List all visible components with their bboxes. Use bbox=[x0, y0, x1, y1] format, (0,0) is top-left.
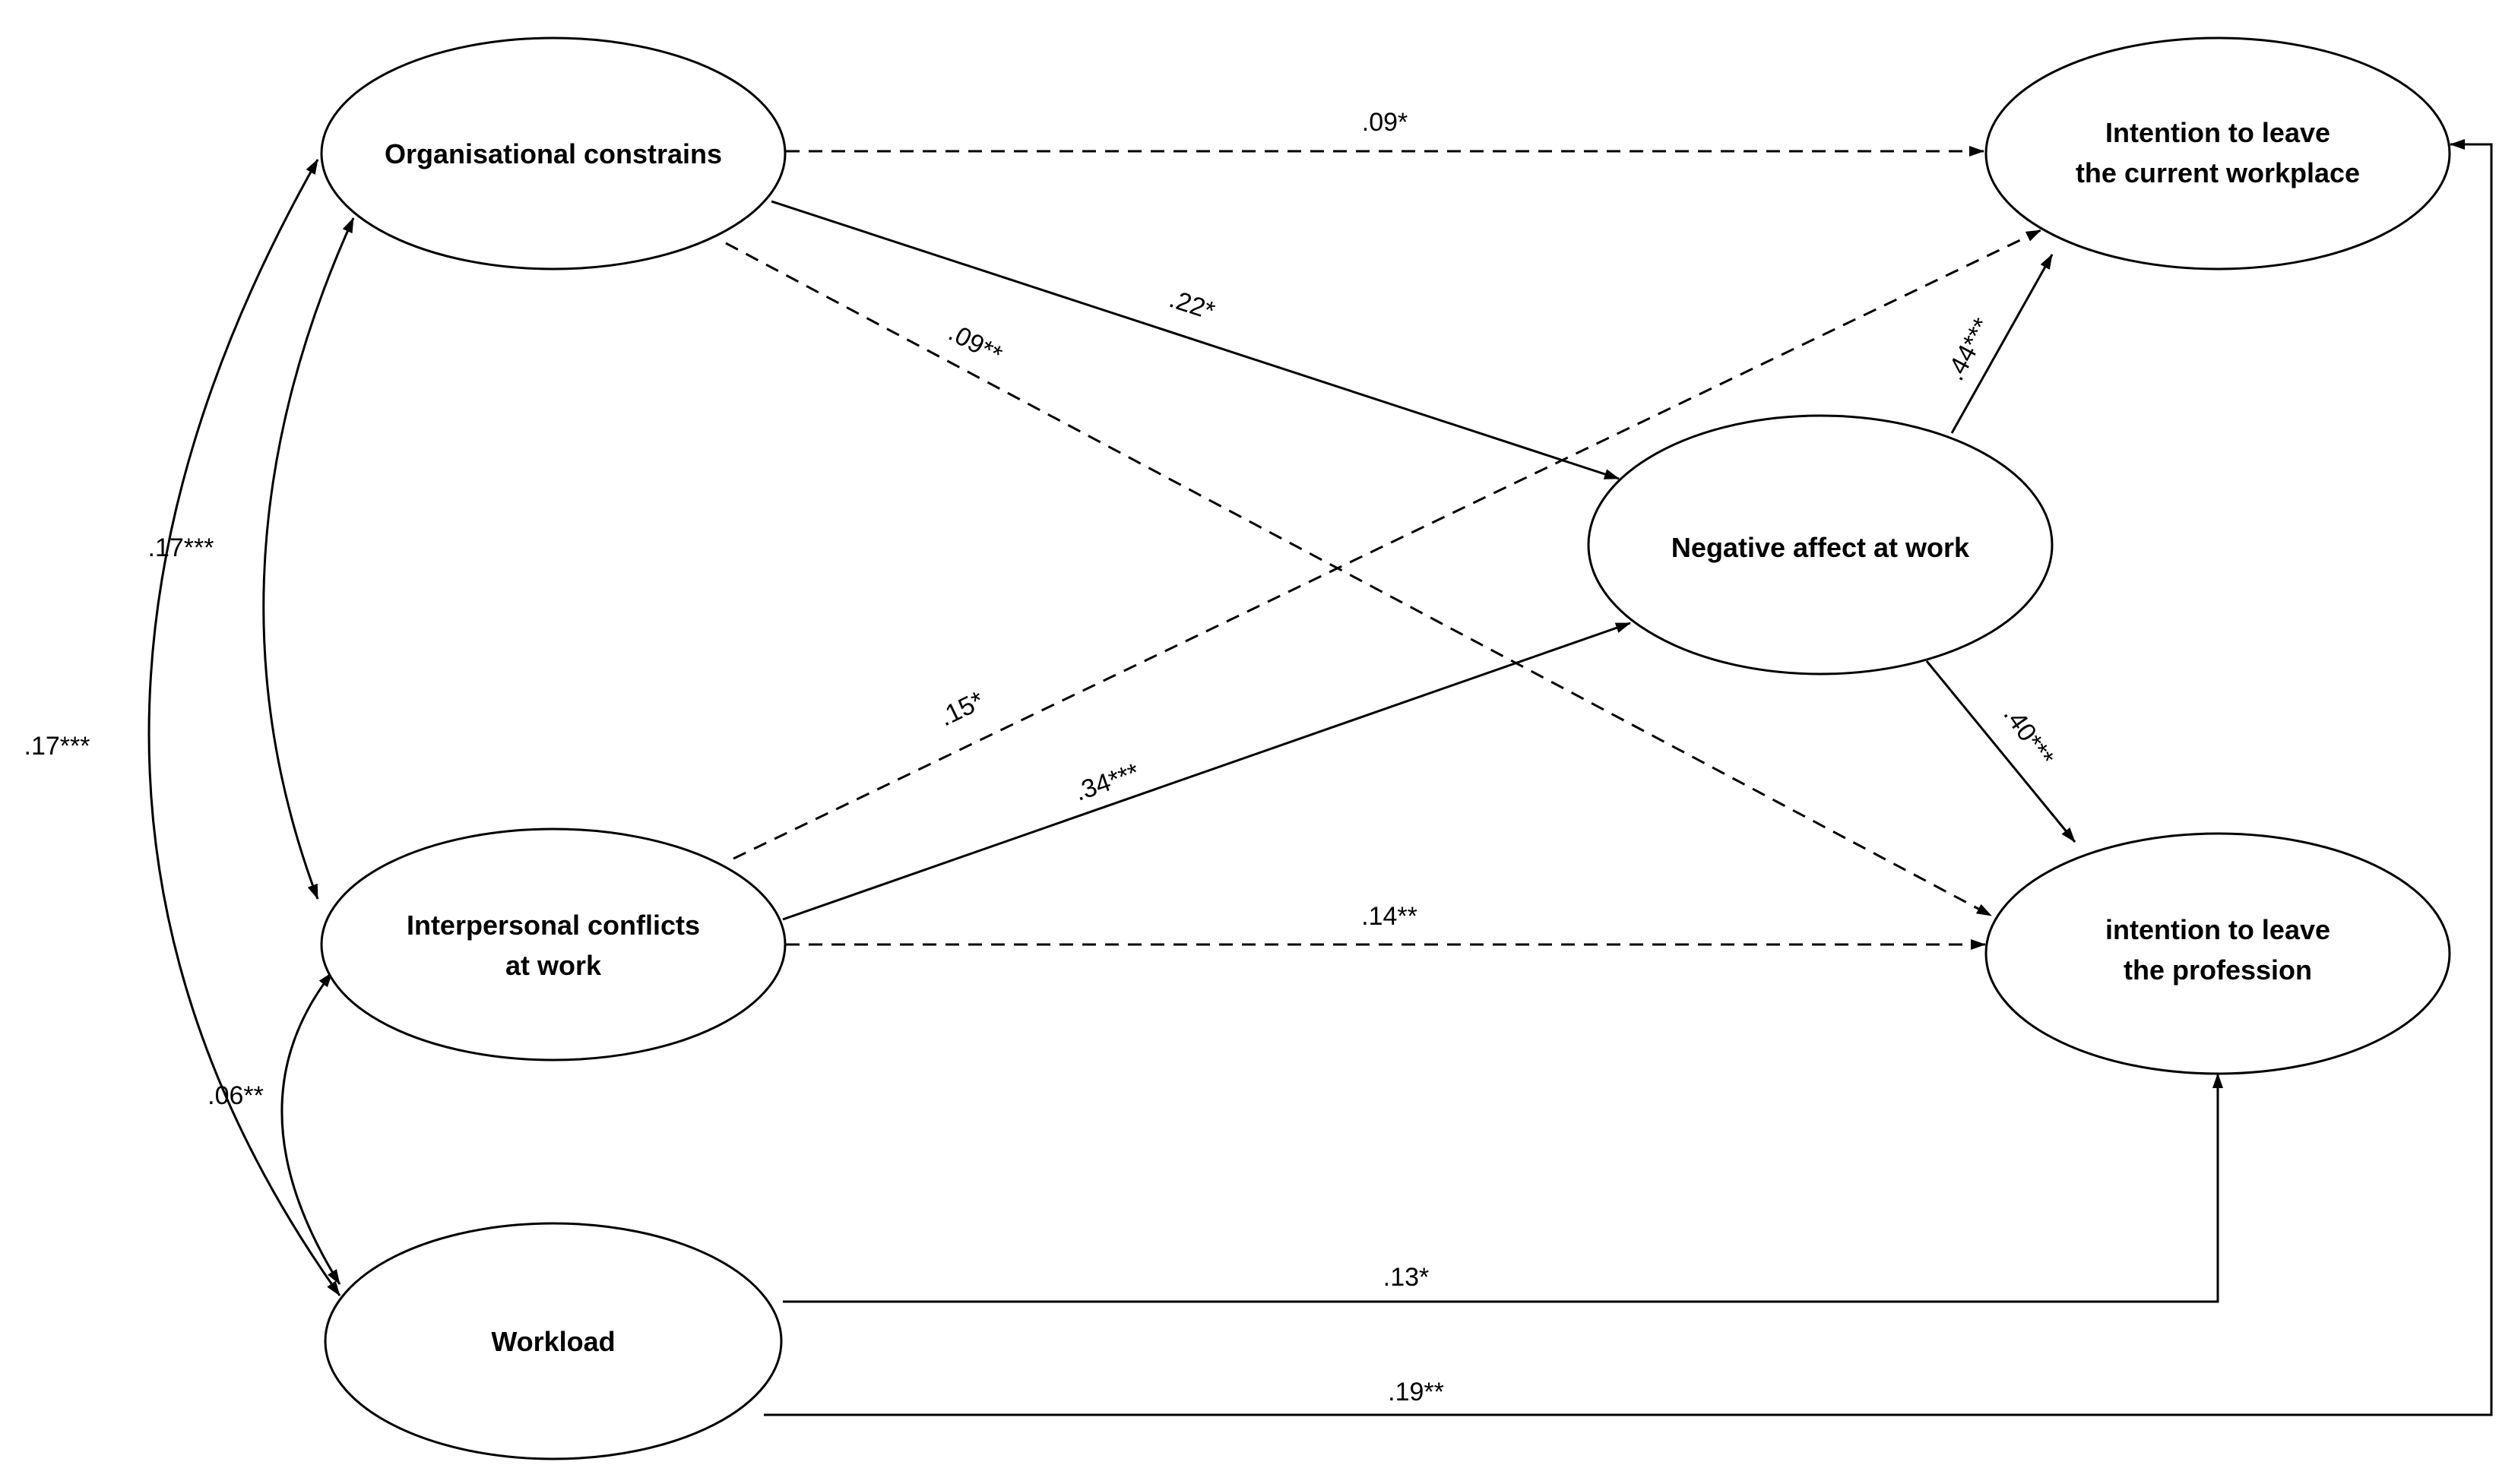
node-shape bbox=[320, 827, 787, 1062]
node-shape bbox=[1984, 36, 2451, 271]
edge-inter-neg bbox=[782, 622, 1631, 921]
node-workload: Workload bbox=[324, 1222, 783, 1460]
node-interpersonal-conflicts: Interpersonal conflicts at work bbox=[320, 827, 787, 1062]
edge-neg-itlp bbox=[1925, 660, 2076, 843]
edge-labels: .09* .22* .09** .15* .34*** .14** .44***… bbox=[24, 108, 2060, 1406]
edge-cov-inter-work bbox=[280, 972, 341, 1285]
edge-label-inter-itlw: .15* bbox=[935, 686, 989, 733]
node-label-line-1: Intention to leave bbox=[2105, 117, 2330, 148]
edge-org-itlp bbox=[725, 242, 1992, 917]
edge-label-work-itlp: .13* bbox=[1383, 1263, 1430, 1292]
edge-org-neg bbox=[771, 200, 1620, 480]
edge-label-cov-org-work: .17*** bbox=[24, 732, 90, 761]
node-negative-affect: Negative affect at work bbox=[1587, 414, 2054, 676]
node-label: Negative affect at work bbox=[1671, 532, 1970, 563]
edge-label-cov-org-inter: .17*** bbox=[148, 533, 214, 562]
node-label: Organisational constrains bbox=[385, 138, 722, 169]
node-label-line-2: the current workplace bbox=[2076, 157, 2360, 188]
edge-work-itlp bbox=[783, 1073, 2223, 1303]
edge-label-work-itlw: .19** bbox=[1388, 1378, 1444, 1406]
edge-label-org-neg: .22* bbox=[1166, 284, 1218, 326]
node-shape bbox=[1587, 414, 2054, 676]
edge-label-org-itlp: .09** bbox=[944, 318, 1007, 369]
node-intention-leave-workplace: Intention to leave the current workplace bbox=[1984, 36, 2451, 271]
edge-label-org-itlw: .09* bbox=[1362, 108, 1408, 137]
node-shape bbox=[1984, 832, 2451, 1075]
node-label: Workload bbox=[491, 1326, 615, 1357]
edge-inter-itlw bbox=[733, 229, 2041, 860]
edge-label-inter-neg: .34*** bbox=[1071, 758, 1143, 806]
edge-cov-org-inter bbox=[262, 217, 355, 900]
edges bbox=[147, 139, 2493, 1416]
edge-label-cov-inter-work: .06** bbox=[207, 1081, 264, 1110]
node-label-line-2: the profession bbox=[2124, 954, 2312, 986]
node-label-line-1: Interpersonal conflicts bbox=[407, 910, 700, 941]
node-label-line-2: at work bbox=[505, 950, 602, 981]
edge-label-inter-itlp: .14** bbox=[1361, 902, 1417, 931]
node-label-line-1: intention to leave bbox=[2105, 914, 2330, 945]
edge-label-neg-itlw: .44*** bbox=[1940, 314, 1997, 386]
edge-neg-itlw bbox=[1950, 254, 2054, 434]
edge-cov-org-work bbox=[147, 159, 341, 1296]
edge-work-itlw bbox=[764, 139, 2493, 1416]
node-organisational-constrains: Organisational constrains bbox=[320, 36, 787, 271]
node-shape bbox=[324, 1222, 783, 1460]
node-shape bbox=[320, 36, 787, 271]
node-intention-leave-profession: intention to leave the profession bbox=[1984, 832, 2451, 1075]
